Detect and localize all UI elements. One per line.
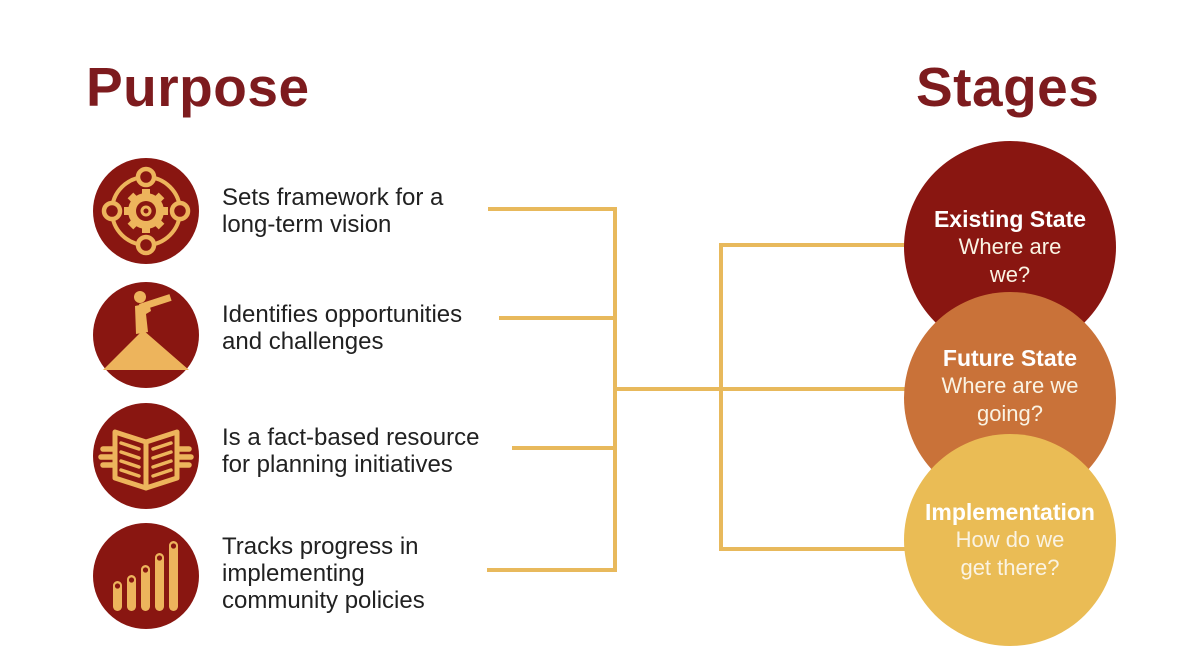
connector-stub-3 xyxy=(512,446,617,450)
stage-circle-implementation: Implementation How do we get there? xyxy=(904,434,1116,646)
stage-title: Existing State xyxy=(933,206,1087,232)
stages-heading: Stages xyxy=(916,56,1100,118)
bar-chart-icon xyxy=(91,521,201,631)
purpose-item-line: implementing xyxy=(222,560,365,587)
stage-subtitle-line: Where are xyxy=(958,234,1062,259)
purpose-item-text: Tracks progress in implementing communit… xyxy=(222,533,425,614)
connector-top-branch xyxy=(719,243,905,247)
open-book-icon xyxy=(91,401,201,511)
purpose-item-text: Identifies opportunities and challenges xyxy=(222,301,462,355)
stage-subtitle-line: Where are we xyxy=(941,373,1079,398)
connector-middle-horizontal xyxy=(613,387,905,391)
connector-stub-1 xyxy=(488,207,617,211)
purpose-item-line: Sets framework for a xyxy=(222,184,444,211)
purpose-item-text: Sets framework for a long-term vision xyxy=(222,184,443,238)
stage-subtitle-line: going? xyxy=(976,401,1044,426)
stage-text: Implementation How do we get there? xyxy=(925,498,1095,582)
purpose-item-line: long-term vision xyxy=(222,211,392,238)
purpose-item-line: Tracks progress in xyxy=(222,533,419,560)
stage-subtitle-line: get there? xyxy=(960,555,1060,580)
connector-stub-2 xyxy=(499,316,617,320)
purpose-item-line: for planning initiatives xyxy=(222,451,453,478)
purpose-item-line: community policies xyxy=(222,587,425,614)
stage-subtitle-line: we? xyxy=(989,262,1031,287)
telescope-person-icon xyxy=(91,280,201,390)
purpose-heading: Purpose xyxy=(86,56,310,118)
connector-right-vertical xyxy=(719,243,723,551)
stage-text: Future State Where are we going? xyxy=(942,344,1079,428)
gear-network-icon xyxy=(91,156,201,266)
purpose-item-text: Is a fact-based resource for planning in… xyxy=(222,424,479,478)
purpose-item-line: Is a fact-based resource xyxy=(222,424,480,451)
connector-stub-4 xyxy=(487,568,617,572)
purpose-item-line: Identifies opportunities xyxy=(222,301,463,328)
purpose-item-line: and challenges xyxy=(222,328,384,355)
stage-text: Existing State Where are we? xyxy=(934,205,1086,289)
stage-title: Future State xyxy=(942,345,1078,371)
stage-subtitle-line: How do we xyxy=(955,527,1065,552)
stage-title: Implementation xyxy=(925,499,1095,525)
connector-bottom-branch xyxy=(719,547,905,551)
